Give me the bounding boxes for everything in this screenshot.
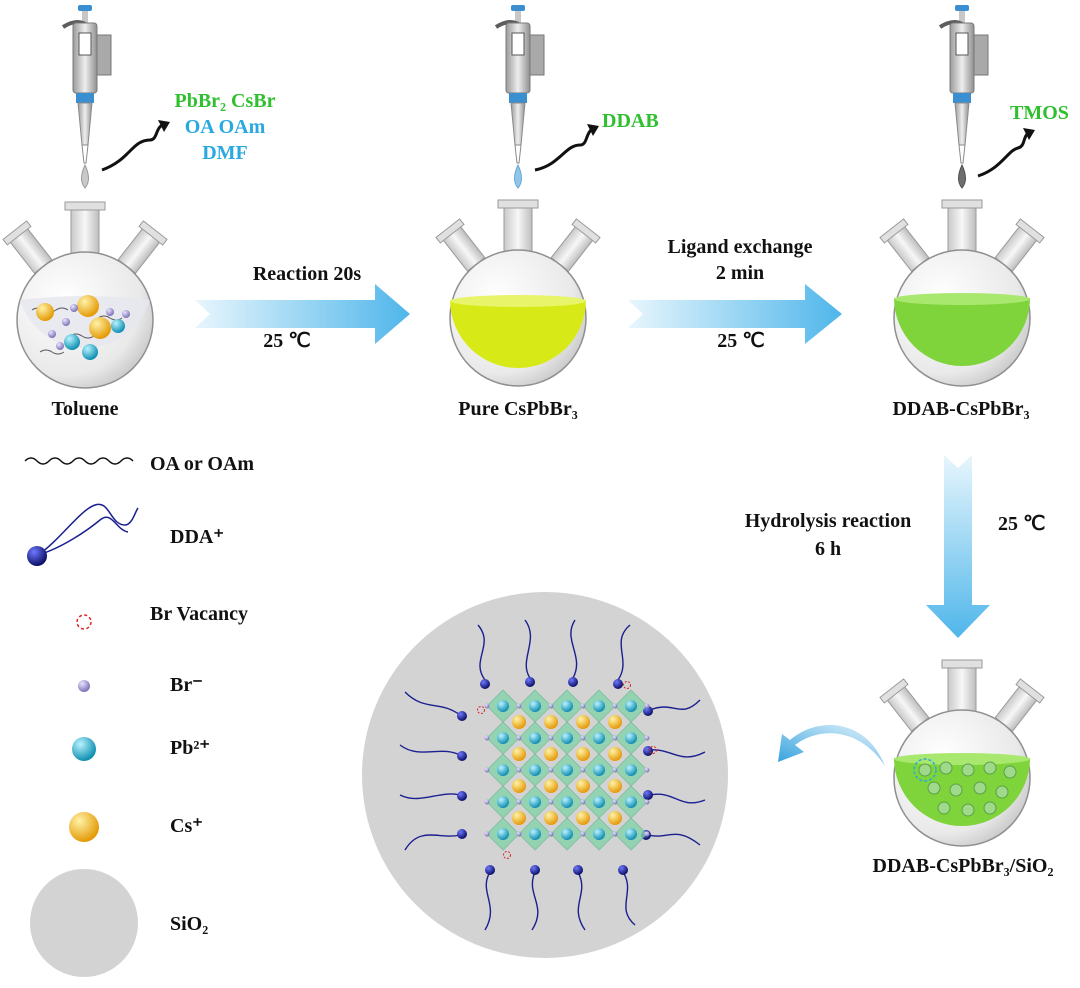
label-ligand-temp: 25 ℃	[717, 330, 765, 352]
pipette-3-icon	[938, 3, 990, 165]
sio2-nanoparticle-zoom	[362, 592, 728, 958]
pointer-arrows	[101, 122, 1031, 178]
reagent-oa-oam: OA OAm	[184, 116, 266, 138]
legend-vacancy-icon	[76, 614, 92, 630]
drop-1-icon	[81, 163, 89, 189]
drop-3-icon	[958, 163, 966, 189]
reagent-pbbr2-csbr: PbBr₂ CsBr	[174, 90, 276, 112]
arrow-hydrolysis	[926, 455, 990, 638]
label-reaction-temp: 25 ℃	[263, 330, 311, 352]
arrow-ligand-exchange	[628, 284, 842, 344]
reagent-tmos: TMOS	[1010, 102, 1069, 124]
label-ligand-time: 2 min	[715, 262, 765, 284]
legend-vacancy-label: Br Vacancy	[150, 603, 248, 625]
legend-graphics	[24, 457, 139, 977]
reagent-dmf: DMF	[202, 142, 248, 164]
legend-sio2-icon	[30, 869, 138, 977]
legend-cs-label: Cs⁺	[170, 815, 203, 837]
reagent-ddab: DDAB	[602, 110, 659, 132]
arrow-reaction	[195, 284, 410, 344]
legend-dda-icon	[27, 503, 139, 566]
label-hydrolysis-time: 6 h	[814, 538, 842, 560]
legend-sio2-label: SiO₂	[170, 913, 209, 935]
legend-pb-label: Pb²⁺	[170, 737, 210, 759]
label-toluene: Toluene	[51, 398, 119, 420]
drop-2-icon	[514, 163, 522, 189]
label-ligand-exchange: Ligand exchange	[667, 236, 813, 258]
label-reaction-time: Reaction 20s	[252, 263, 362, 285]
flask-ddab-cspbbr3	[879, 199, 1045, 387]
label-ddab-cspbbr3: DDAB-CsPbBr₃	[892, 398, 1030, 420]
label-pure-cspbbr3: Pure CsPbBr₃	[458, 398, 578, 420]
label-hydrolysis-temp: 25 ℃	[998, 513, 1046, 535]
legend-oa-label: OA or OAm	[150, 453, 255, 475]
legend-br-icon	[78, 680, 90, 692]
curved-arrow-icon	[778, 724, 885, 766]
legend-br-label: Br⁻	[170, 674, 203, 696]
pipette-1-icon	[61, 3, 113, 165]
label-hydrolysis: Hydrolysis reaction	[744, 510, 912, 532]
legend-cs-icon	[69, 812, 99, 842]
flask-toluene	[2, 201, 168, 389]
legend-pb-icon	[72, 737, 96, 761]
flask-pure-cspbbr3	[435, 199, 601, 387]
legend-dda-label: DDA⁺	[170, 526, 224, 548]
pipette-2-icon	[494, 3, 546, 165]
legend-oa-icon	[24, 457, 134, 465]
label-ddab-cspbbr3-sio2: DDAB-CsPbBr₃/SiO₂	[872, 855, 1054, 877]
flask-ddab-cspbbr3-sio2	[879, 659, 1045, 847]
